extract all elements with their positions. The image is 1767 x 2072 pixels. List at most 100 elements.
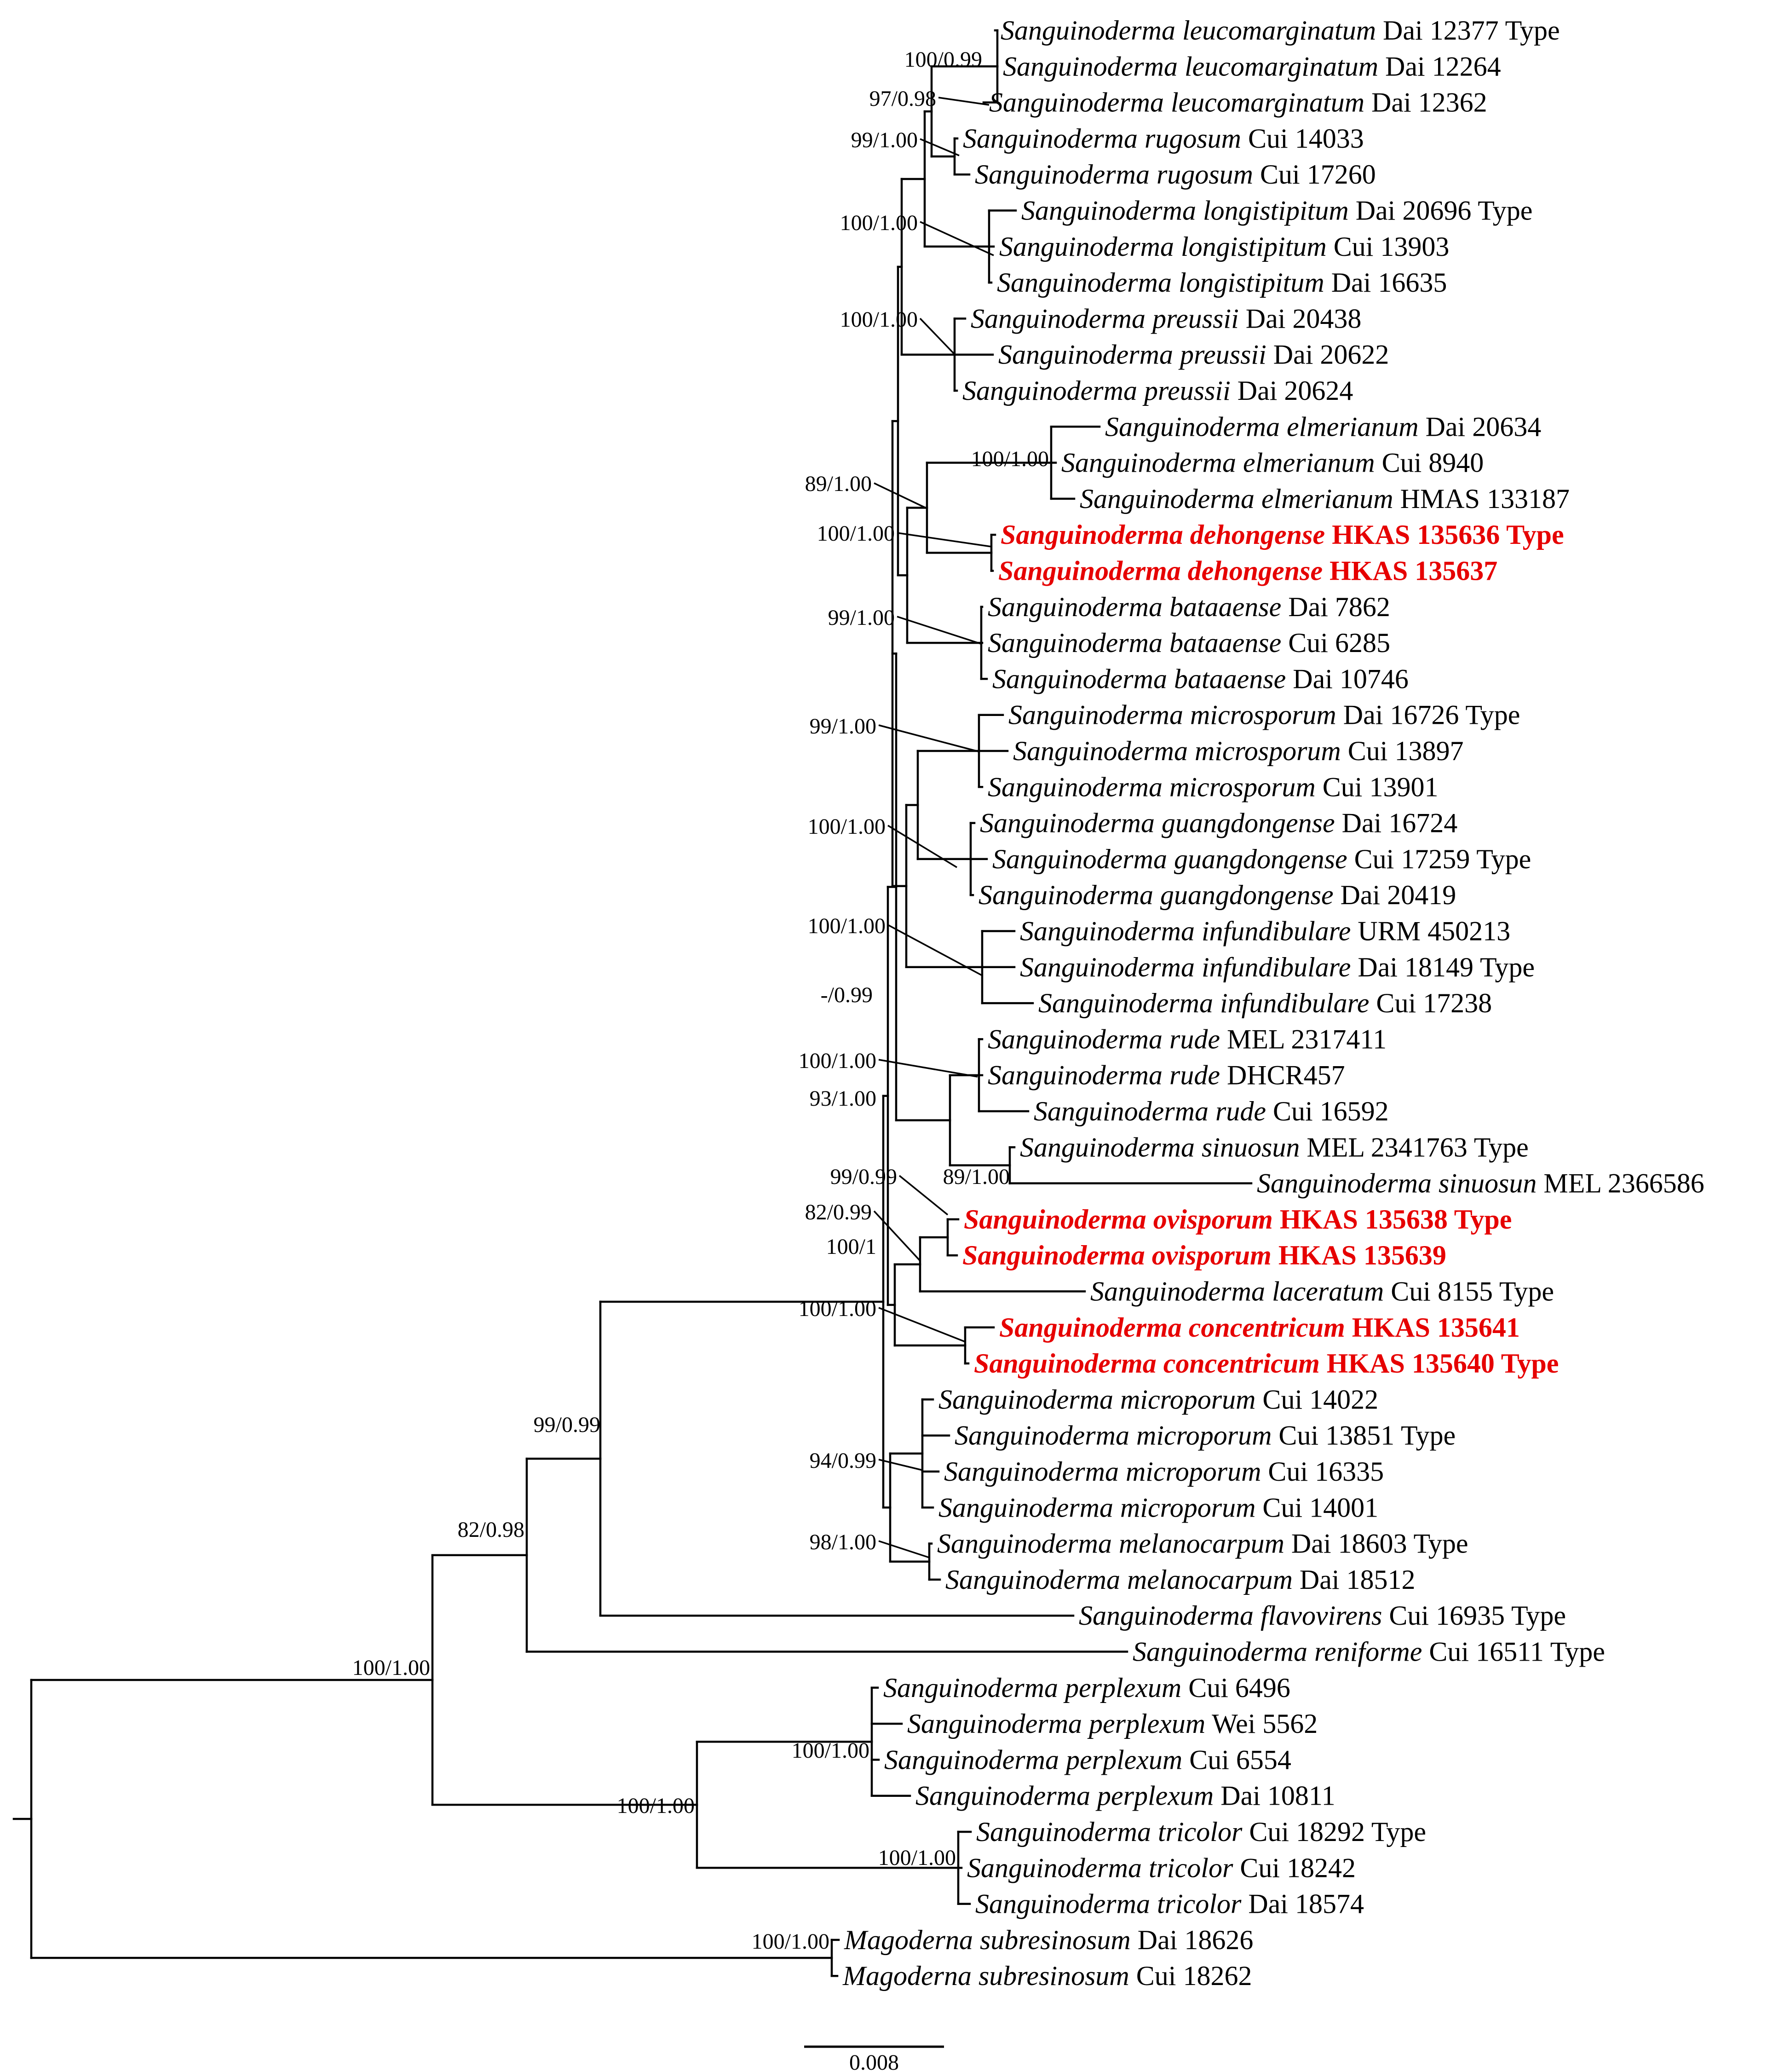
voucher-label: HKAS 135636 Type bbox=[1325, 519, 1564, 550]
support-leader-s_conc bbox=[878, 1307, 966, 1343]
taxon-name: Sanguinoderma rugosum bbox=[963, 123, 1241, 154]
support-leader-s_guang bbox=[887, 825, 957, 868]
voucher-label: Cui 17259 Type bbox=[1347, 844, 1531, 874]
taxon-name: Sanguinoderma microporum bbox=[938, 1384, 1255, 1414]
voucher-label: Dai 18574 bbox=[1241, 1889, 1364, 1919]
support-value-s_rude_sin: 93/1.00 bbox=[810, 1086, 876, 1111]
voucher-label: Cui 14033 bbox=[1241, 123, 1364, 154]
taxon-label-t53: Sanguinoderma tricolor Dai 18574 bbox=[975, 1889, 1364, 1919]
voucher-label: Dai 10811 bbox=[1214, 1781, 1335, 1811]
taxon-label-t34: Sanguinoderma ovisporum HKAS 135638 Type bbox=[964, 1204, 1512, 1235]
taxon-label-t54: Magoderna subresinosum Dai 18626 bbox=[844, 1925, 1253, 1955]
taxon-label-t55: Magoderna subresinosum Cui 18262 bbox=[842, 1961, 1252, 1991]
voucher-label: Cui 8155 Type bbox=[1384, 1276, 1554, 1307]
voucher-label: Dai 12264 bbox=[1378, 51, 1501, 81]
voucher-label: Dai 18626 bbox=[1131, 1925, 1254, 1955]
voucher-label: Cui 6285 bbox=[1281, 628, 1390, 658]
taxon-name: Sanguinoderma ovisporum bbox=[962, 1240, 1272, 1270]
taxon-name: Sanguinoderma bataaense bbox=[992, 664, 1286, 694]
taxon-label-t31: Sanguinoderma rude Cui 16592 bbox=[1034, 1096, 1389, 1126]
voucher-label: Dai 12377 Type bbox=[1376, 15, 1560, 46]
taxon-label-t50: Sanguinoderma perplexum Dai 10811 bbox=[915, 1781, 1335, 1811]
voucher-label: HKAS 135639 bbox=[1272, 1240, 1446, 1270]
taxon-name: Sanguinoderma leucomarginatum bbox=[1001, 15, 1376, 46]
taxon-label-t42: Sanguinoderma microporum Cui 14001 bbox=[938, 1492, 1378, 1523]
support-leader-s_leuco_rug bbox=[938, 97, 990, 106]
voucher-label: Cui 8940 bbox=[1375, 448, 1484, 478]
voucher-label: Dai 20622 bbox=[1266, 340, 1389, 370]
voucher-label: Cui 16592 bbox=[1266, 1096, 1389, 1126]
support-leader-s_ovi_lac bbox=[873, 1210, 921, 1262]
taxon-name: Sanguinoderma rude bbox=[988, 1024, 1220, 1054]
taxon-name: Sanguinoderma microsporum bbox=[988, 772, 1316, 802]
taxon-label-t28: Sanguinoderma infundibulare Cui 17238 bbox=[1038, 988, 1492, 1018]
taxon-name: Sanguinoderma tricolor bbox=[975, 1889, 1242, 1919]
taxon-name: Sanguinoderma flavovirens bbox=[1079, 1600, 1382, 1631]
taxon-name: Sanguinoderma preussii bbox=[998, 340, 1266, 370]
voucher-label: Dai 16635 bbox=[1324, 267, 1447, 298]
taxon-label-t13: Sanguinoderma elmerianum Cui 8940 bbox=[1061, 448, 1484, 478]
taxon-label-t35: Sanguinoderma ovisporum HKAS 135639 bbox=[962, 1240, 1446, 1270]
taxon-name: Sanguinoderma microporum bbox=[955, 1420, 1272, 1451]
taxon-label-t52: Sanguinoderma tricolor Cui 18242 bbox=[967, 1853, 1356, 1883]
taxon-label-t22: Sanguinoderma microsporum Cui 13901 bbox=[988, 772, 1438, 802]
voucher-label: Cui 14001 bbox=[1255, 1492, 1378, 1523]
voucher-label: MEL 2366586 bbox=[1537, 1168, 1704, 1199]
taxon-label-t36: Sanguinoderma laceratum Cui 8155 Type bbox=[1090, 1276, 1554, 1307]
taxon-label-t05: Sanguinoderma rugosum Cui 17260 bbox=[975, 159, 1376, 190]
support-value-s_conc: 100/1.00 bbox=[799, 1297, 876, 1321]
voucher-label: Dai 7862 bbox=[1281, 592, 1390, 622]
taxon-name: Sanguinoderma concentricum bbox=[974, 1348, 1320, 1379]
taxon-name: Sanguinoderma perplexum bbox=[907, 1708, 1205, 1739]
support-value-s_deh: 100/1.00 bbox=[817, 521, 895, 546]
taxon-label-t01: Sanguinoderma leucomarginatum Dai 12377 … bbox=[1001, 15, 1560, 46]
voucher-label: Cui 6496 bbox=[1181, 1673, 1290, 1703]
voucher-label: Cui 18292 Type bbox=[1242, 1817, 1426, 1847]
taxon-name: Sanguinoderma bataaense bbox=[988, 592, 1281, 622]
support-value-s_big: 100/1 bbox=[826, 1235, 876, 1259]
support-value-s_rug: 99/1.00 bbox=[851, 128, 918, 152]
voucher-label: Dai 16724 bbox=[1335, 808, 1458, 838]
taxon-label-t08: Sanguinoderma longistipitum Dai 16635 bbox=[997, 267, 1447, 298]
voucher-label: URM 450213 bbox=[1351, 916, 1510, 947]
voucher-label: MEL 2317411 bbox=[1220, 1024, 1387, 1054]
taxon-name: Sanguinoderma perplexum bbox=[883, 1673, 1181, 1703]
support-value-s_preu: 100/1.00 bbox=[840, 307, 918, 332]
taxon-name: Sanguinoderma elmerianum bbox=[1061, 448, 1375, 478]
taxon-name: Sanguinoderma ovisporum bbox=[964, 1204, 1273, 1235]
taxon-label-t17: Sanguinoderma bataaense Dai 7862 bbox=[988, 592, 1390, 622]
taxon-name: Sanguinoderma guangdongense bbox=[980, 808, 1335, 838]
voucher-label: Dai 18603 Type bbox=[1284, 1529, 1468, 1559]
taxon-label-t04: Sanguinoderma rugosum Cui 14033 bbox=[963, 123, 1364, 154]
tree-branches bbox=[12, 29, 1253, 1977]
support-leader-lines bbox=[873, 97, 994, 1558]
support-value-s_reni: 82/0.98 bbox=[458, 1518, 524, 1542]
support-values: 100/0.9997/0.9899/1.00100/1.00100/1.0010… bbox=[352, 47, 1049, 1954]
taxon-label-t02: Sanguinoderma leucomarginatum Dai 12264 bbox=[1003, 51, 1501, 81]
taxon-label-t33: Sanguinoderma sinuosun MEL 2366586 bbox=[1257, 1168, 1704, 1199]
taxon-name: Sanguinoderma preussii bbox=[962, 375, 1231, 406]
taxon-name: Sanguinoderma guangdongense bbox=[992, 844, 1347, 874]
taxon-label-t51: Sanguinoderma tricolor Cui 18292 Type bbox=[976, 1817, 1426, 1847]
voucher-label: HKAS 135638 Type bbox=[1273, 1204, 1512, 1235]
support-value-s_infund: 100/1.00 bbox=[808, 914, 886, 938]
tip-labels: Sanguinoderma leucomarginatum Dai 12377 … bbox=[842, 15, 1704, 1991]
voucher-label: Dai 20624 bbox=[1231, 375, 1353, 406]
support-value-s_flav: 99/0.99 bbox=[534, 1413, 600, 1437]
voucher-label: Cui 13903 bbox=[1327, 231, 1450, 262]
taxon-name: Sanguinoderma dehongense bbox=[1001, 519, 1325, 550]
taxon-name: Sanguinoderma tricolor bbox=[967, 1853, 1233, 1883]
voucher-label: Cui 16335 bbox=[1261, 1456, 1384, 1487]
voucher-label: Cui 13901 bbox=[1316, 772, 1439, 802]
taxon-name: Sanguinoderma laceratum bbox=[1090, 1276, 1384, 1307]
support-value-s_elmer: 100/1.00 bbox=[971, 447, 1049, 471]
taxon-label-t06: Sanguinoderma longistipitum Dai 20696 Ty… bbox=[1021, 196, 1532, 226]
voucher-label: Cui 17260 bbox=[1253, 159, 1376, 190]
voucher-label: Cui 18242 bbox=[1233, 1853, 1356, 1883]
taxon-name: Sanguinoderma microsporum bbox=[1008, 700, 1336, 730]
voucher-label: Cui 6554 bbox=[1182, 1744, 1291, 1775]
taxon-name: Sanguinoderma tricolor bbox=[976, 1817, 1243, 1847]
voucher-label: Dai 20419 bbox=[1334, 880, 1456, 910]
taxon-label-t09: Sanguinoderma preussii Dai 20438 bbox=[971, 303, 1361, 334]
